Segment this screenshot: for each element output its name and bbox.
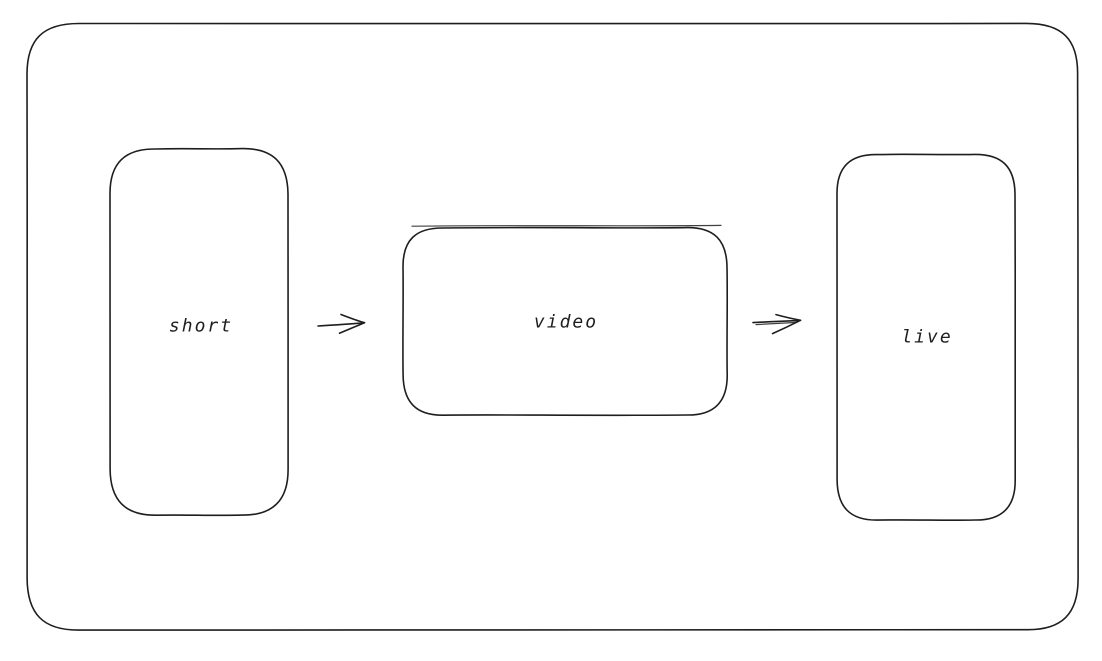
arrow-short-to-video[interactable]	[317, 313, 366, 334]
node-live-label: live	[901, 326, 953, 348]
node-live-shape[interactable]	[836, 153, 1017, 522]
arrow-video-to-live[interactable]	[752, 313, 802, 335]
node-short-label: short	[168, 315, 234, 337]
node-short-shape[interactable]	[109, 147, 290, 517]
node-video-label: video	[533, 311, 599, 333]
frame-shape[interactable]	[26, 22, 1079, 631]
node-video-shape[interactable]	[402, 224, 729, 417]
